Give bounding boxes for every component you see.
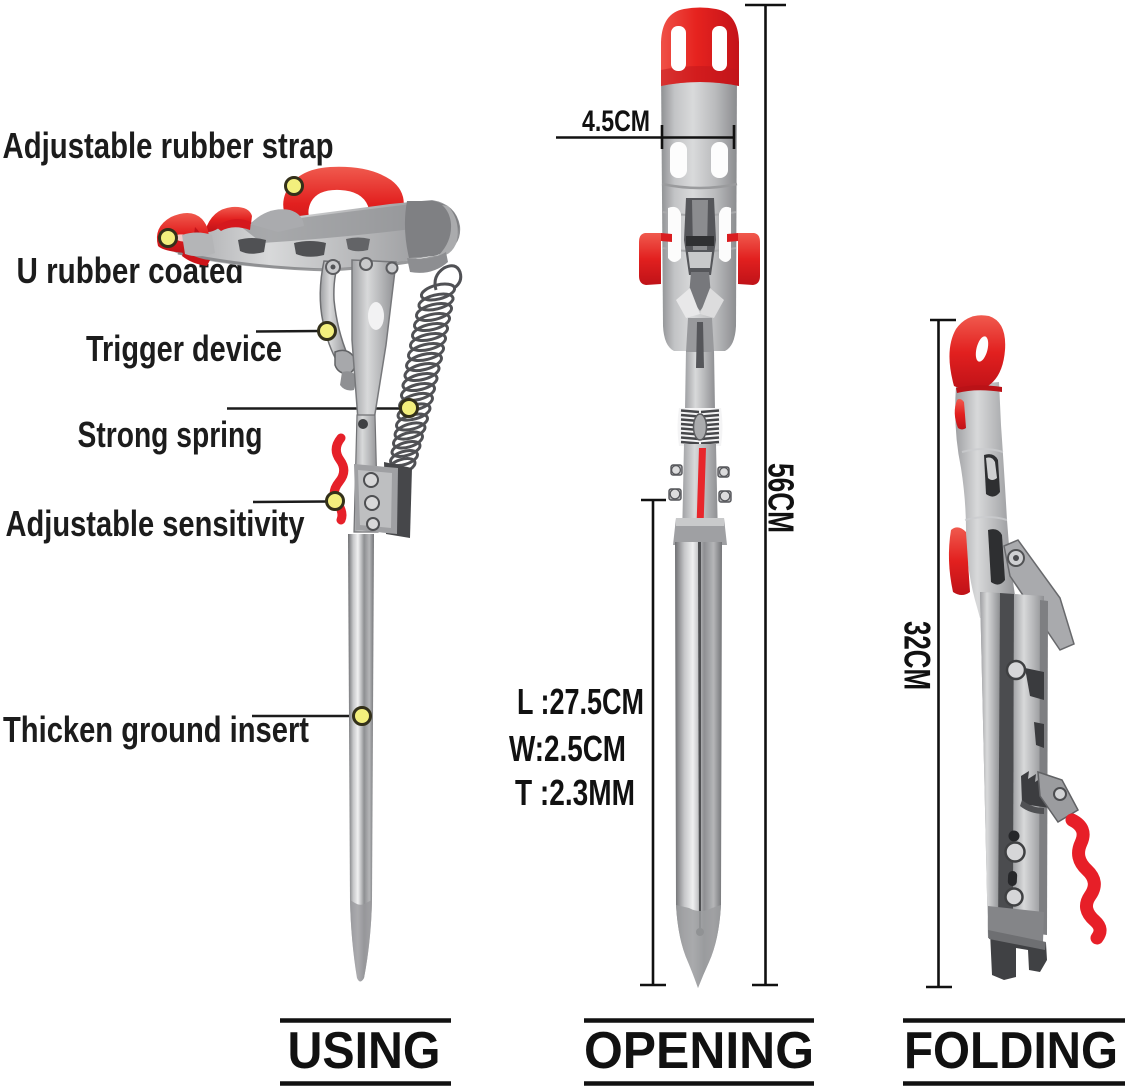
- svg-text:T :2.3MM: T :2.3MM: [515, 772, 635, 813]
- svg-text:W:2.5CM: W:2.5CM: [509, 728, 626, 769]
- svg-text:FOLDING: FOLDING: [904, 1022, 1118, 1080]
- svg-text:L :27.5CM: L :27.5CM: [517, 681, 644, 722]
- svg-text:Adjustable sensitivity: Adjustable sensitivity: [6, 503, 305, 544]
- svg-text:OPENING: OPENING: [584, 1022, 814, 1080]
- svg-text:Trigger device: Trigger device: [86, 328, 282, 369]
- svg-text:56CM: 56CM: [761, 463, 802, 533]
- svg-text:Adjustable rubber strap: Adjustable rubber strap: [3, 125, 334, 166]
- svg-text:Strong spring: Strong spring: [78, 414, 263, 455]
- svg-text:USING: USING: [288, 1022, 441, 1080]
- svg-text:32CM: 32CM: [897, 621, 938, 690]
- svg-text:4.5CM: 4.5CM: [582, 105, 650, 138]
